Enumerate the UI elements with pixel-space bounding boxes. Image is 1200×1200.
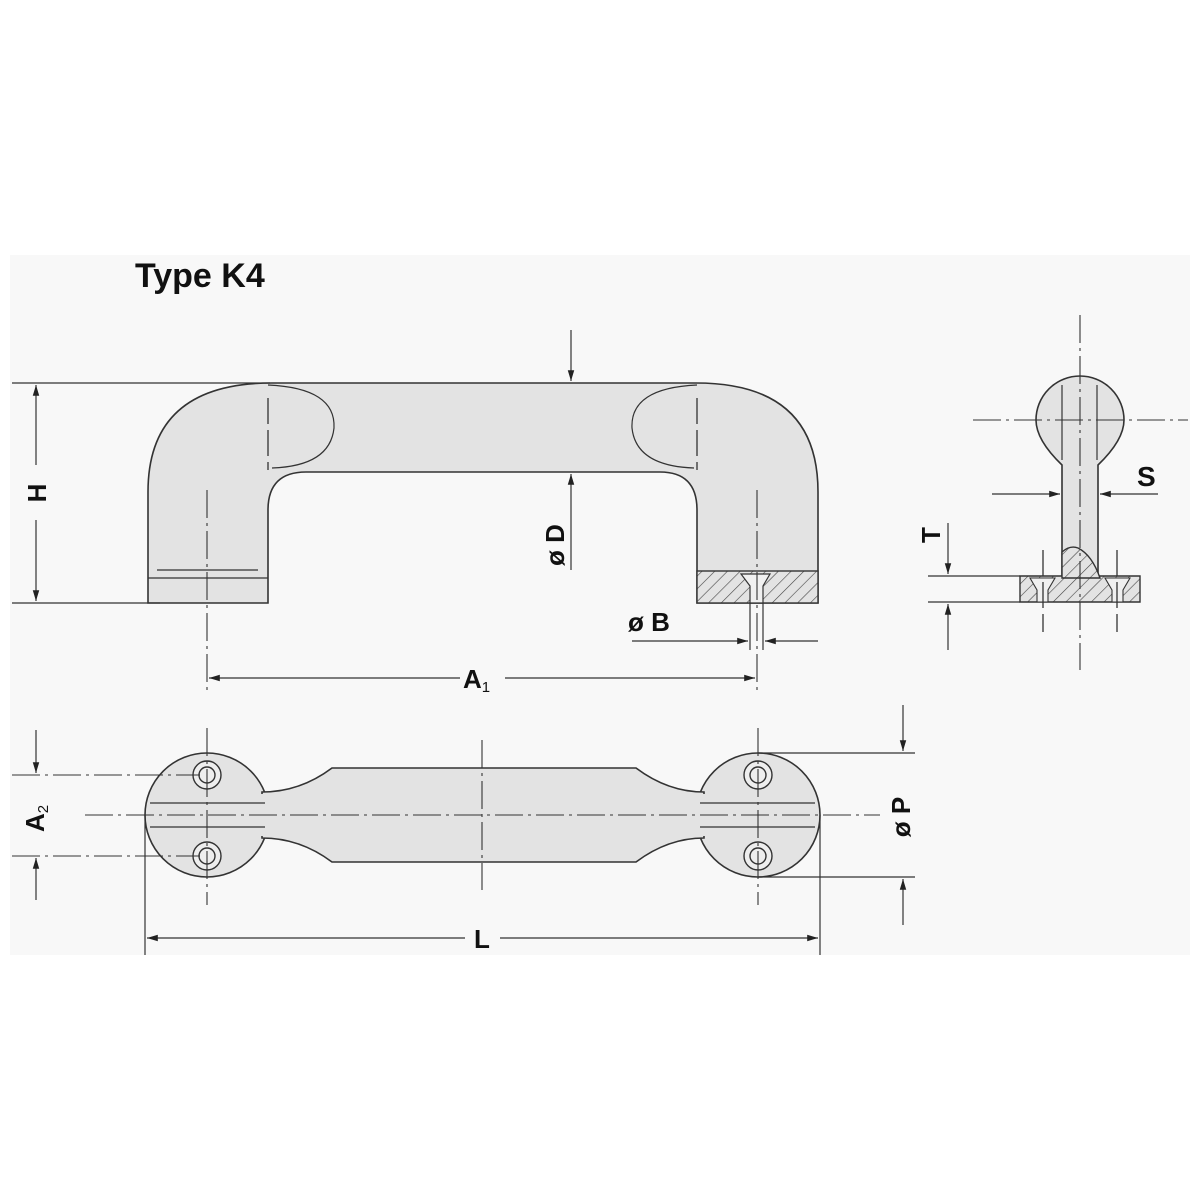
dimension-l-label: L	[474, 924, 490, 954]
front-view: H ø D ø B A1	[12, 330, 819, 696]
top-view: A2 ø P L	[12, 705, 916, 955]
dimension-s-label: S	[1137, 461, 1156, 492]
dimension-a1-label: A1	[463, 664, 490, 696]
left-bend-lobe	[267, 384, 335, 469]
handle-front-outline	[147, 382, 819, 604]
dimension-h-label: H	[22, 484, 52, 503]
handle-side-outline	[1035, 375, 1125, 577]
dimension-p-label: ø P	[886, 797, 916, 837]
right-bend-lobe	[631, 384, 698, 469]
side-view: S T	[916, 315, 1188, 670]
drawing-title: Type K4	[135, 257, 265, 295]
dimension-b-label: ø B	[628, 607, 670, 637]
dimension-d-label: ø D	[540, 524, 570, 566]
join-fill	[688, 794, 708, 836]
dimension-t-label: T	[916, 527, 946, 543]
dimension-a2-label: A2	[20, 805, 52, 832]
section-hatch-stem	[1061, 546, 1101, 579]
handle-top-outline	[261, 767, 705, 863]
